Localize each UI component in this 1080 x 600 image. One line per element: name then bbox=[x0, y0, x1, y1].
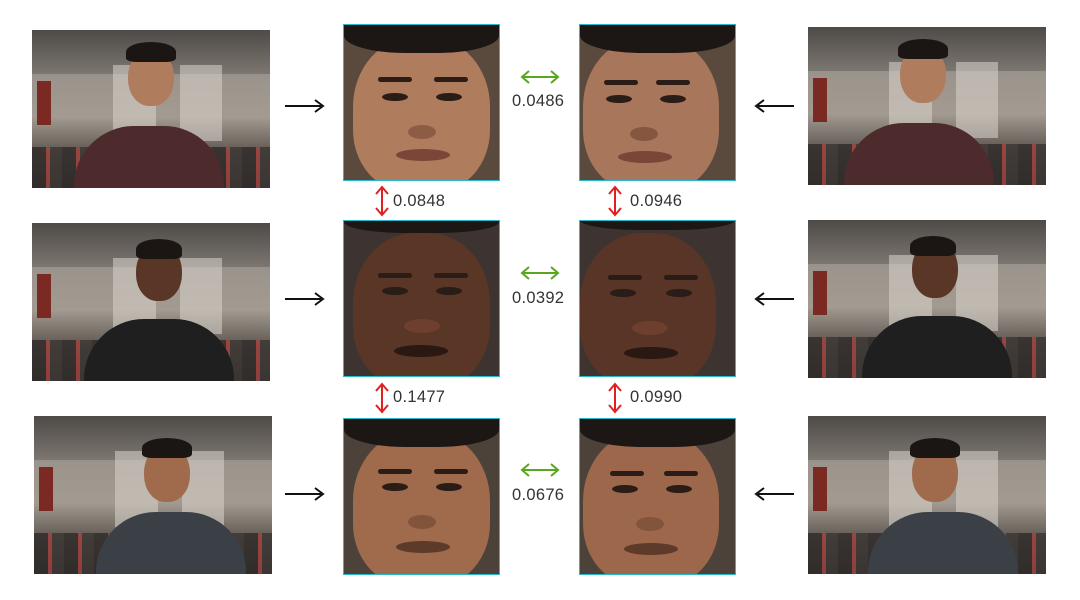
face-crop-row3-left bbox=[343, 418, 500, 575]
input-photo-row3-right bbox=[808, 416, 1046, 574]
same-identity-score-row3: 0.0676 bbox=[512, 486, 565, 504]
same-identity-arrow-row3 bbox=[520, 463, 560, 477]
same-identity-score-row1: 0.0486 bbox=[512, 92, 565, 110]
face-crop-row3-right bbox=[579, 418, 736, 575]
different-identity-arrow-right-1 bbox=[608, 185, 622, 217]
arrow-left-row2 bbox=[754, 292, 794, 306]
same-identity-score-row2: 0.0392 bbox=[512, 289, 565, 307]
different-identity-arrow-left-2 bbox=[375, 382, 389, 414]
arrow-right-row3 bbox=[285, 487, 325, 501]
face-crop-row2-right bbox=[579, 220, 736, 377]
face-crop-row2-left bbox=[343, 220, 500, 377]
input-photo-row3-left bbox=[34, 416, 272, 574]
different-identity-arrow-right-2 bbox=[608, 382, 622, 414]
face-crop-row1-right bbox=[579, 24, 736, 181]
arrow-left-row3 bbox=[754, 487, 794, 501]
different-identity-arrow-left-1 bbox=[375, 185, 389, 217]
arrow-left-row1 bbox=[754, 99, 794, 113]
arrow-right-row1 bbox=[285, 99, 325, 113]
face-crop-row1-left bbox=[343, 24, 500, 181]
arrow-right-row2 bbox=[285, 292, 325, 306]
different-identity-score-right-2: 0.0990 bbox=[630, 388, 683, 406]
different-identity-score-left-1: 0.0848 bbox=[393, 192, 446, 210]
input-photo-row2-right bbox=[808, 220, 1046, 378]
input-photo-row1-left bbox=[32, 30, 270, 188]
same-identity-arrow-row1 bbox=[520, 70, 560, 84]
different-identity-score-left-2: 0.1477 bbox=[393, 388, 446, 406]
same-identity-arrow-row2 bbox=[520, 266, 560, 280]
different-identity-score-right-1: 0.0946 bbox=[630, 192, 683, 210]
input-photo-row1-right bbox=[808, 27, 1046, 185]
input-photo-row2-left bbox=[32, 223, 270, 381]
